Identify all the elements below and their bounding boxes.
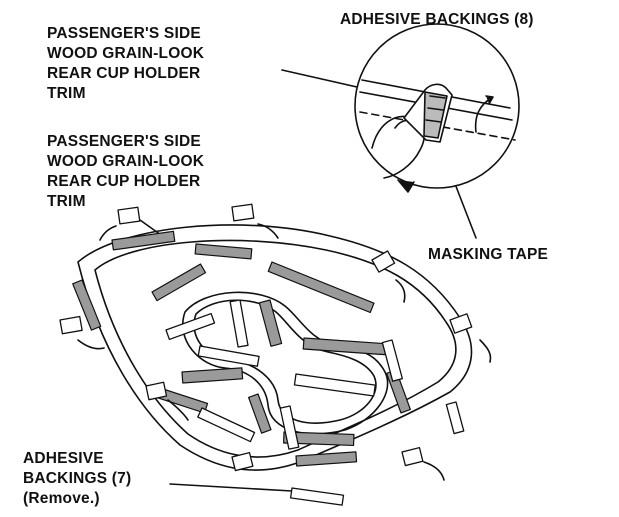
label-adhesive-backings-7: ADHESIVE BACKINGS (7) (Remove.) <box>23 449 131 509</box>
label-masking-tape: MASKING TAPE <box>428 246 549 263</box>
label-mid-trim: PASSENGER'S SIDE WOOD GRAIN-LOOK REAR CU… <box>47 132 204 212</box>
label-top-trim-line-4: TRIM <box>47 85 86 102</box>
label-top-trim-line-1: PASSENGER'S SIDE <box>47 25 201 42</box>
label-mid-trim-line-1: PASSENGER'S SIDE <box>47 133 201 150</box>
label-top-trim: PASSENGER'S SIDE WOOD GRAIN-LOOK REAR CU… <box>47 24 204 104</box>
label-adhesive-7-line-3: (Remove.) <box>23 490 100 507</box>
leader-line-adhesive-7 <box>169 483 293 492</box>
label-top-trim-line-2: WOOD GRAIN-LOOK <box>47 45 205 62</box>
cup-holder-trim <box>77 224 473 471</box>
peel-arrows <box>77 223 492 481</box>
label-mid-trim-line-3: REAR CUP HOLDER <box>47 173 201 190</box>
label-adhesive-backings-8: ADHESIVE BACKINGS (8) <box>340 11 534 28</box>
peeled-tabs <box>59 203 473 472</box>
adhesive-backings <box>165 299 465 506</box>
label-mid-trim-line-2: WOOD GRAIN-LOOK <box>47 153 205 170</box>
magnified-detail-view <box>354 23 520 193</box>
label-adhesive-7-line-2: BACKINGS (7) <box>23 470 132 487</box>
label-adhesive-7-line-1: ADHESIVE <box>23 450 104 467</box>
tape-strips <box>72 230 411 467</box>
label-mid-trim-line-4: TRIM <box>47 193 86 210</box>
label-top-trim-line-3: REAR CUP HOLDER <box>47 65 201 82</box>
